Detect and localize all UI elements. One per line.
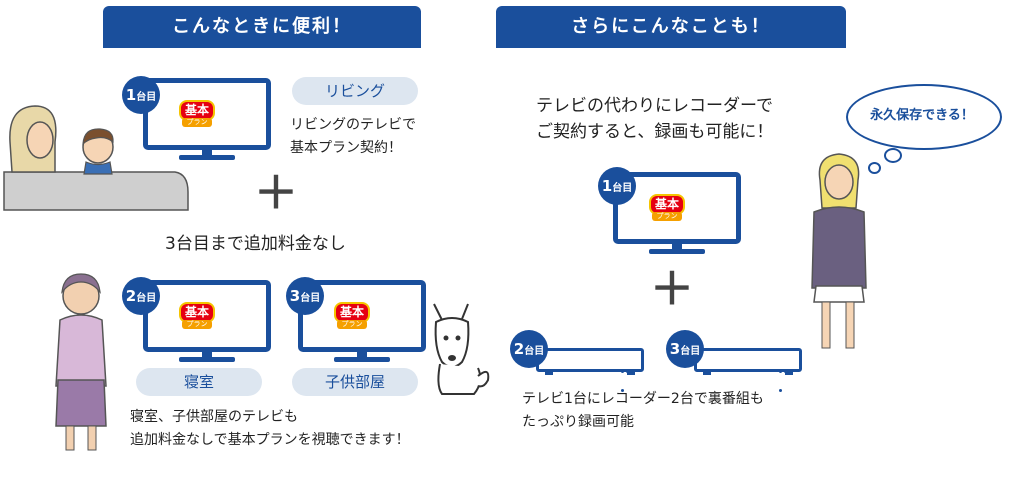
room-label-living: リビング [292, 77, 418, 105]
kihon-plan-logo: 基本プラン [649, 194, 686, 221]
kihon-plan-logo: 基本プラン [179, 100, 216, 127]
recorder-2 [536, 348, 644, 392]
thought-bubble-text: 永久保存できる！ [870, 108, 974, 123]
thought-bubble [846, 84, 1002, 150]
tv-number-badge-2: 2台目 [122, 277, 160, 315]
tv-living: 基本プラン [143, 78, 271, 162]
left-section-header: こんなときに便利！ [103, 6, 421, 48]
plus-icon: ＋ [254, 168, 298, 219]
kihon-plan-logo: 基本プラン [334, 302, 371, 329]
recorder-3 [694, 348, 802, 392]
dog-icon [433, 303, 490, 395]
recorder-lights [779, 358, 791, 392]
tv-kids-room: 基本プラン [298, 280, 426, 364]
living-description: リビングのテレビで 基本プラン契約！ [290, 117, 416, 156]
tv-number-badge-3: 3台目 [286, 277, 324, 315]
recorder-number-badge-3: 3台目 [666, 330, 704, 368]
room-label-kids-room: 子供部屋 [292, 368, 418, 396]
room-label-bedroom: 寝室 [136, 368, 262, 396]
bottom-description: 寝室、子供部屋のテレビも 追加料金なしで基本プランを視聴できます！ [130, 409, 410, 448]
family-on-sofa-icon [3, 105, 189, 211]
thought-dot [884, 148, 902, 163]
no-extra-fee-text: 3台目まで追加料金なし [165, 234, 346, 254]
thought-dot [868, 162, 881, 174]
tv-bedroom: 基本プラン [143, 280, 271, 364]
plus-icon: ＋ [650, 264, 694, 315]
tv-number-badge-1: 1台目 [122, 76, 160, 114]
kihon-plan-logo: 基本プラン [179, 302, 216, 329]
recorder-lights [621, 358, 633, 392]
right-section-header: さらにこんなことも！ [496, 6, 846, 48]
woman-standing-icon [811, 153, 867, 349]
recorder-description: テレビ1台にレコーダー2台で裏番組も たっぷり録画可能 [522, 391, 764, 430]
recorder-number-badge-2: 2台目 [510, 330, 548, 368]
tv-number-badge-1: 1台目 [598, 167, 636, 205]
recorder-lead-text: テレビの代わりにレコーダーで ご契約すると、録画も可能に！ [536, 96, 774, 142]
grandmother-icon [55, 273, 107, 451]
